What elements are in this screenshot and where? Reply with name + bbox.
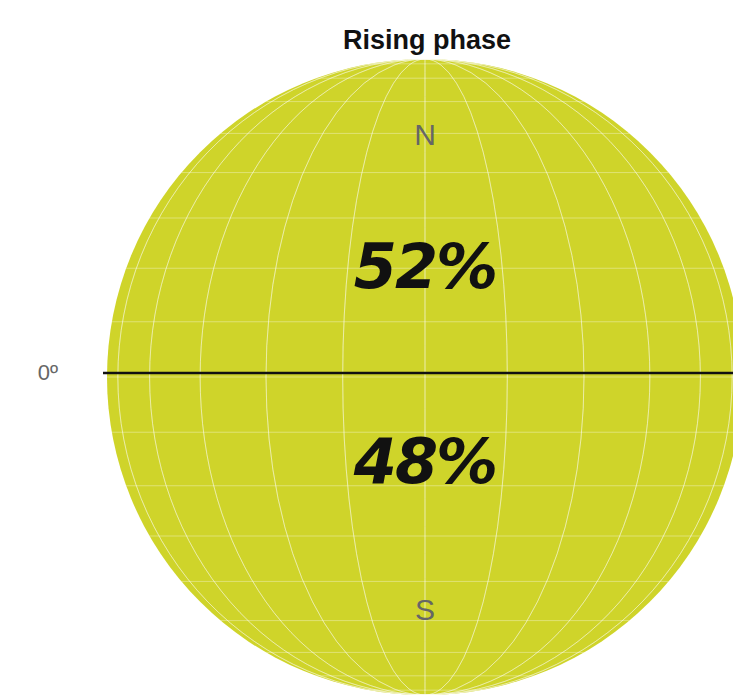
parallel-line xyxy=(107,78,733,79)
sphere-fill xyxy=(107,59,733,695)
pole-label: S xyxy=(415,593,435,627)
parallel-line xyxy=(107,321,733,322)
latitude-label: 0º xyxy=(38,360,58,386)
percentage-value: 48% xyxy=(354,425,496,498)
sphere-node: N 52% 48% S xyxy=(107,59,733,695)
pole-label: N xyxy=(414,118,436,152)
parallel-line xyxy=(107,63,733,64)
parallel-line xyxy=(107,377,733,378)
parallel-line xyxy=(107,690,733,691)
percentage-value: 52% xyxy=(354,230,496,303)
parallel-line xyxy=(107,218,733,219)
parallel-line xyxy=(107,172,733,173)
parallel-line xyxy=(107,536,733,537)
diagram-title: Rising phase xyxy=(343,25,511,56)
parallel-line xyxy=(107,652,733,653)
parallel-line xyxy=(107,581,733,582)
grid-lines xyxy=(107,59,733,695)
parallel-line xyxy=(107,675,733,676)
equator-line xyxy=(103,372,733,375)
parallel-line xyxy=(107,101,733,102)
